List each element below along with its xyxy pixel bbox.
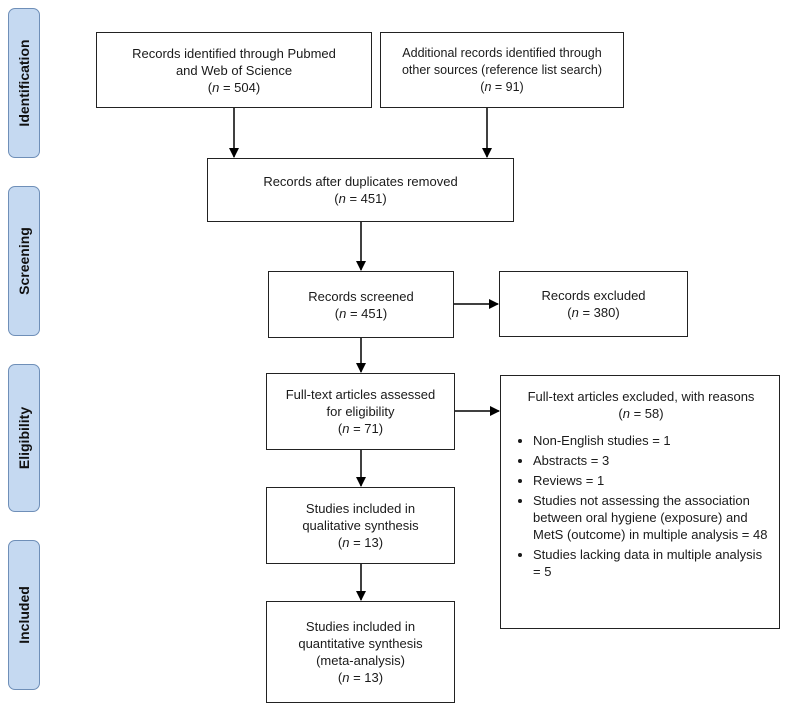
box-quantitative-synthesis: Studies included in quantitative synthes…: [266, 601, 455, 703]
box-count: (n = 451): [334, 305, 388, 321]
box-after-duplicates: Records after duplicates removed (n = 45…: [207, 158, 514, 222]
phase-included: Included: [8, 540, 40, 690]
exclusion-reason: Reviews = 1: [533, 472, 769, 489]
box-count: (n = 504): [207, 79, 261, 95]
box-text-line: Records screened: [308, 288, 414, 304]
box-qualitative-synthesis: Studies included in qualitative synthesi…: [266, 487, 455, 564]
exclusion-reason: Studies lacking data in multiple analysi…: [533, 546, 769, 580]
box-records-screened: Records screened (n = 451): [268, 271, 454, 338]
box-text-line: quantitative synthesis: [298, 636, 423, 651]
box-count: (n = 451): [334, 191, 387, 206]
exclusion-reason: Abstracts = 3: [533, 452, 769, 469]
box-text-line: Full-text articles assessed: [285, 387, 436, 402]
box-text-line: Studies included in: [305, 619, 416, 634]
box-text-line: Records after duplicates removed: [263, 174, 458, 189]
box-records-excluded: Records excluded (n = 380): [499, 271, 688, 337]
box-count: (n = 71): [337, 421, 384, 436]
box-text-line: (meta-analysis): [316, 653, 405, 668]
box-text-line: Additional records identified through: [402, 45, 602, 60]
box-fulltext-excluded: Full-text articles excluded, with reason…: [500, 375, 780, 629]
phase-eligibility: Eligibility: [8, 364, 40, 512]
phase-screening: Screening: [8, 186, 40, 336]
exclusion-reason: Studies not assessing the association be…: [533, 492, 769, 543]
exclusion-reason: Non-English studies = 1: [533, 432, 769, 449]
box-text-line: Studies included in: [305, 501, 416, 516]
box-text-line: and Web of Science: [175, 62, 293, 78]
box-count: (n = 91): [480, 79, 524, 94]
box-text-line: for eligibility: [326, 404, 395, 419]
box-records-identified: Records identified through Pubmed and We…: [96, 32, 372, 108]
box-text-line: qualitative synthesis: [302, 518, 419, 533]
box-text-line: other sources (reference list search): [401, 62, 603, 77]
excluded-title: Full-text articles excluded, with reason…: [527, 389, 755, 404]
box-fulltext-assessed: Full-text articles assessed for eligibil…: [266, 373, 455, 450]
box-text-line: Records identified through Pubmed: [132, 45, 336, 61]
excluded-count: (n = 58): [618, 406, 664, 421]
phase-identification: Identification: [8, 8, 40, 158]
box-additional-records: Additional records identified through ot…: [380, 32, 624, 108]
box-count: (n = 13): [337, 670, 384, 685]
box-count: (n = 380): [567, 305, 620, 320]
box-count: (n = 13): [337, 535, 384, 550]
exclusion-reasons-list: Non-English studies = 1 Abstracts = 3 Re…: [513, 432, 769, 583]
box-text-line: Records excluded: [541, 288, 646, 303]
